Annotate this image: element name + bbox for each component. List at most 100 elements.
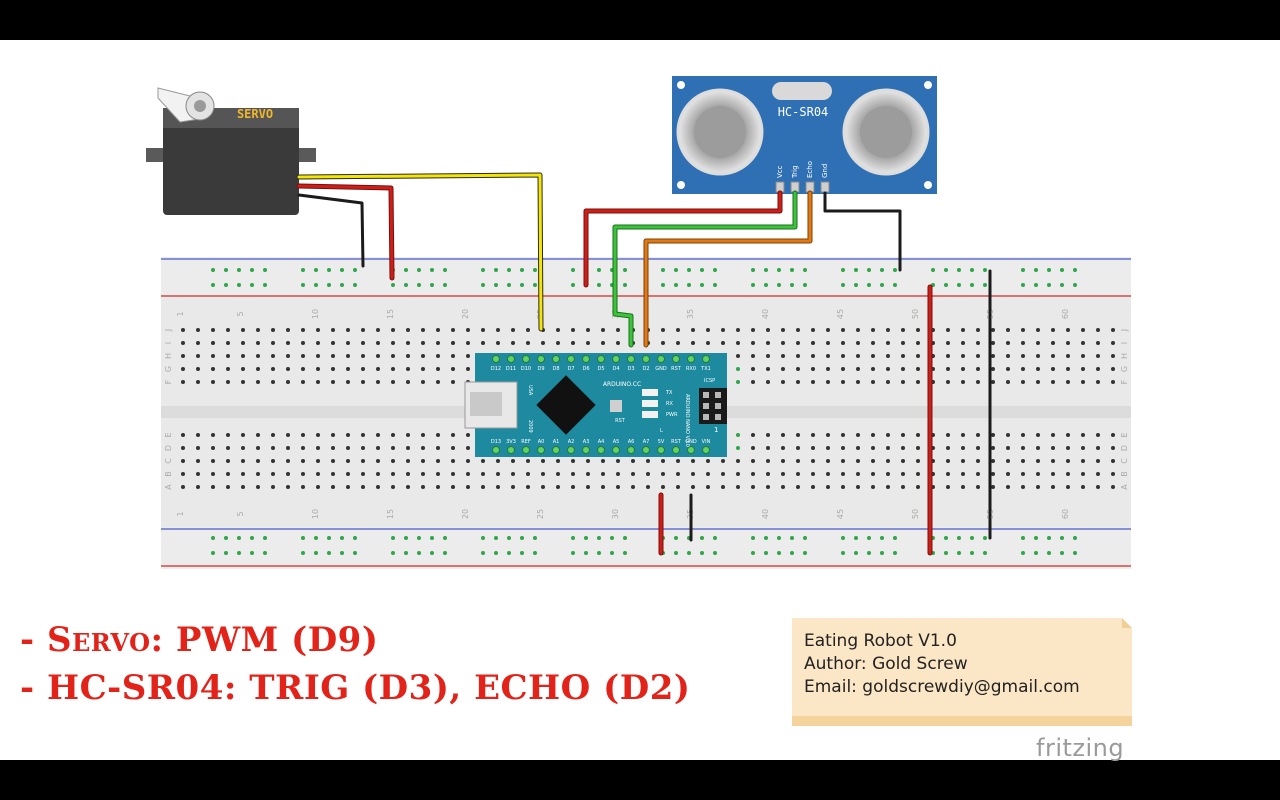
breadboard-hole	[1081, 367, 1085, 371]
nano-pin-label: A0	[538, 439, 545, 445]
breadboard-hole	[421, 341, 425, 345]
breadboard-hole	[421, 354, 425, 358]
breadboard-hole	[526, 485, 530, 489]
breadboard-hole	[1066, 433, 1070, 437]
rail-hole	[404, 268, 408, 272]
breadboard-hole	[436, 485, 440, 489]
breadboard-hole	[241, 367, 245, 371]
breadboard-hole	[691, 341, 695, 345]
breadboard-hole	[1096, 433, 1100, 437]
breadboard-hole	[601, 459, 605, 463]
breadboard-hole	[1096, 459, 1100, 463]
breadboard-hole	[1006, 485, 1010, 489]
breadboard-hole	[841, 380, 845, 384]
breadboard-hole	[766, 433, 770, 437]
rail-hole	[1021, 268, 1025, 272]
row-letter: J	[1120, 329, 1129, 332]
rail-hole	[327, 283, 331, 287]
rail-hole	[983, 551, 987, 555]
breadboard-hole	[1111, 459, 1115, 463]
rail-hole	[674, 268, 678, 272]
breadboard-hole	[496, 341, 500, 345]
rail-hole	[944, 268, 948, 272]
rail-hole	[803, 536, 807, 540]
icsp-pin	[703, 414, 709, 420]
rail-hole	[867, 268, 871, 272]
breadboard-hole	[256, 367, 260, 371]
breadboard-hole	[691, 328, 695, 332]
arduino-nano: ARDUINO.CC RST ICSP 1 TX RX PWR L USA 20…	[464, 353, 727, 457]
breadboard-hole	[961, 485, 965, 489]
breadboard-hole	[421, 328, 425, 332]
column-number: 20	[461, 509, 470, 519]
servo-shaft	[194, 100, 206, 112]
rail-hole	[1060, 551, 1064, 555]
rail-hole	[751, 551, 755, 555]
breadboard-hole	[241, 433, 245, 437]
breadboard-hole	[1066, 380, 1070, 384]
rail-hole	[224, 551, 228, 555]
breadboard-hole	[691, 485, 695, 489]
nano-pin	[702, 355, 710, 363]
breadboard-hole	[196, 367, 200, 371]
column-number: 50	[911, 509, 920, 519]
column-number: 1	[176, 511, 185, 516]
nano-pin-label: GND	[685, 439, 697, 445]
breadboard-hole	[241, 459, 245, 463]
rail-hole	[211, 283, 215, 287]
breadboard-hole	[826, 354, 830, 358]
breadboard-hole	[391, 433, 395, 437]
breadboard-hole	[1111, 328, 1115, 332]
note-fold	[1122, 618, 1132, 628]
rail-hole	[1060, 268, 1064, 272]
breadboard-hole	[976, 459, 980, 463]
row-letter: F	[1120, 379, 1129, 384]
breadboard-hole	[976, 472, 980, 476]
breadboard-hole	[901, 433, 905, 437]
breadboard-hole	[301, 354, 305, 358]
rail-hole	[854, 536, 858, 540]
rail-hole	[957, 536, 961, 540]
nano-pin-label: D4	[612, 366, 619, 372]
breadboard-hole	[991, 446, 995, 450]
rail-hole	[1021, 551, 1025, 555]
rail-hole	[571, 551, 575, 555]
breadboard-hole	[856, 367, 860, 371]
note-email: Email: goldscrewdiy@gmail.com	[804, 677, 1080, 697]
breadboard-hole	[586, 341, 590, 345]
breadboard-hole	[1036, 328, 1040, 332]
breadboard-hole	[871, 328, 875, 332]
rail-hole	[970, 283, 974, 287]
nano-pin	[657, 446, 665, 454]
breadboard-hole	[301, 380, 305, 384]
breadboard-hole	[316, 472, 320, 476]
breadboard-hole	[976, 341, 980, 345]
breadboard-hole	[196, 380, 200, 384]
breadboard-hole	[1036, 459, 1040, 463]
breadboard-hole	[991, 433, 995, 437]
nano-pin	[492, 355, 500, 363]
breadboard-hole	[1111, 367, 1115, 371]
breadboard-hole	[211, 472, 215, 476]
breadboard-hole	[961, 433, 965, 437]
breadboard-hole	[316, 380, 320, 384]
breadboard-hole	[601, 472, 605, 476]
breadboard-hole	[1006, 459, 1010, 463]
rail-hole	[944, 551, 948, 555]
nano-pin	[627, 446, 635, 454]
rail-hole	[597, 283, 601, 287]
column-number: 45	[836, 309, 845, 319]
breadboard-hole	[586, 472, 590, 476]
breadboard-hole	[451, 446, 455, 450]
nano-pin-label: TX1	[700, 366, 711, 372]
rail-hole	[983, 268, 987, 272]
breadboard-hole	[211, 459, 215, 463]
icsp-label: ICSP	[704, 378, 715, 384]
breadboard-hole	[961, 367, 965, 371]
rail-hole	[340, 536, 344, 540]
rail-hole	[713, 536, 717, 540]
breadboard-hole	[796, 485, 800, 489]
breadboard-hole	[511, 328, 515, 332]
